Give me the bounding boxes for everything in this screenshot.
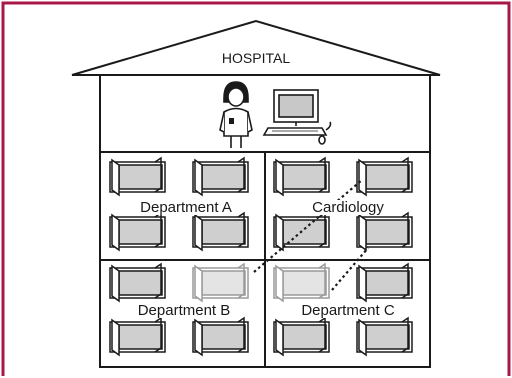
nurse-icon (219, 81, 253, 148)
bed-icon (109, 262, 166, 303)
bed-icon (273, 316, 330, 357)
bed-icon (109, 156, 166, 197)
bed-icon (356, 211, 413, 252)
bed-layer (109, 156, 413, 357)
department-c-label: Department C (299, 302, 397, 319)
bed-icon (192, 316, 249, 357)
bed-icon (273, 156, 330, 197)
cardiology-label: Cardiology (310, 199, 386, 216)
bed-icon (356, 156, 413, 197)
bed-icon (356, 262, 413, 303)
bed-icon (109, 316, 166, 357)
bed-icon-unavailable (273, 262, 330, 303)
roof (71, 19, 441, 76)
connection-cardiology-to-dept-b (253, 179, 363, 273)
bed-icon (356, 316, 413, 357)
hospital-title: HOSPITAL (221, 50, 291, 66)
bed-icon-unavailable (192, 262, 249, 303)
bed-icon (192, 156, 249, 197)
connection-cardiology-to-dept-c (331, 247, 369, 291)
department-b-label: Department B (135, 302, 233, 319)
department-a-label: Department A (138, 199, 234, 216)
bed-icon (273, 211, 330, 252)
bed-icon (192, 211, 249, 252)
computer-icon (262, 89, 332, 145)
bed-icon (109, 211, 166, 252)
